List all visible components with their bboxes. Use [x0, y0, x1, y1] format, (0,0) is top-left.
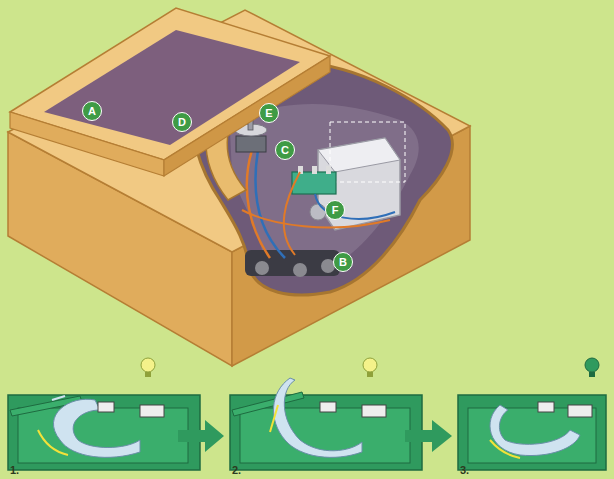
wheel [293, 263, 307, 277]
step-panel [230, 378, 422, 470]
light-bulb [141, 358, 155, 377]
light-bulb-off [585, 358, 599, 377]
step-panel [8, 395, 200, 470]
switch-pin [312, 166, 317, 174]
callout-letter: E [259, 103, 279, 123]
battery-pack [245, 250, 340, 276]
wire [256, 150, 285, 258]
step-arrow [178, 420, 224, 452]
step-number: 1. [10, 464, 19, 477]
callout-letter: C [275, 140, 295, 160]
wire [242, 210, 390, 227]
motor-outline [330, 122, 405, 182]
light-bulb [363, 358, 377, 377]
step-arrow [405, 420, 452, 452]
step-number: 3. [460, 464, 469, 477]
interior-shade [230, 104, 419, 274]
step-number: 2. [232, 464, 241, 477]
toggle-body [236, 136, 266, 152]
callout-letter: F [325, 200, 345, 220]
lid-edge [10, 112, 164, 176]
lid-inside [44, 30, 300, 145]
callout-letter: A [82, 101, 102, 121]
wheel [255, 261, 269, 275]
switch-pin [326, 166, 331, 174]
callout-letter: D [172, 112, 192, 132]
callout-letter: B [333, 252, 353, 272]
step-panel [458, 395, 606, 470]
motor-shaft [310, 204, 326, 220]
lid-edge [164, 56, 330, 176]
wire [284, 172, 300, 255]
